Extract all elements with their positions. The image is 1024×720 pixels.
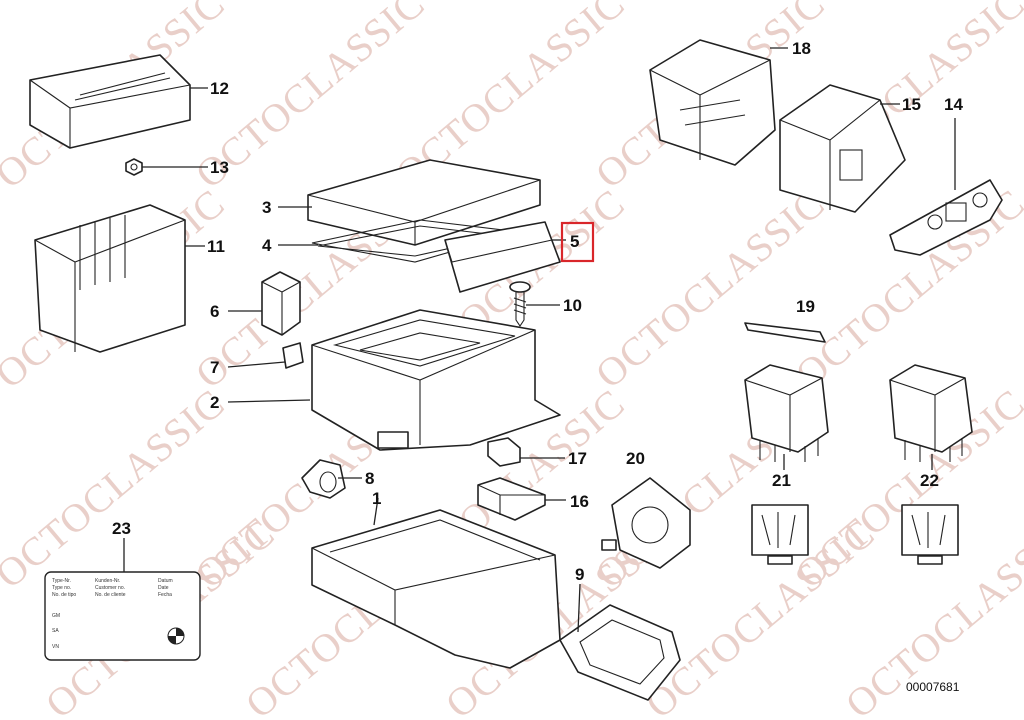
callout-14: 14 (944, 95, 963, 114)
callout-5: 5 (570, 232, 579, 251)
callout-20: 20 (626, 449, 645, 468)
drawing-number: 00007681 (906, 680, 960, 694)
part-18-socket (649, 39, 776, 166)
plate-row1-a: Type-Nr. (52, 578, 71, 584)
highlight-box-callout-5 (560, 221, 595, 263)
plate-field-vn: VN (52, 644, 59, 650)
plate-row2-c: Date (158, 585, 169, 591)
callout-17: 17 (568, 449, 587, 468)
callout-13: 13 (210, 158, 229, 177)
part-12-cover (29, 54, 191, 149)
part-23-label-plate: Type-Nr. Kunden-Nr. Datum Type no. Custo… (44, 571, 201, 661)
callout-labels: 12 13 11 3 4 6 7 2 5 10 8 1 17 16 9 20 1… (112, 39, 963, 584)
part-6-relay (261, 271, 301, 336)
callout-9: 9 (575, 565, 584, 584)
leader-lines (123, 47, 956, 633)
part-13-nut (125, 158, 143, 176)
callout-4: 4 (262, 236, 272, 255)
part-9-flange (559, 604, 681, 701)
callout-21: 21 (772, 471, 791, 490)
part-8-grommet (301, 459, 346, 499)
part-1-tray (311, 509, 561, 669)
part-22-relay (889, 364, 973, 462)
callout-23: 23 (112, 519, 131, 538)
plate-row3-c: Fecha (158, 592, 172, 598)
plate-row2-b: Customer no. (95, 585, 125, 591)
plate-row3-b: No. de cliente (95, 592, 126, 598)
callout-15: 15 (902, 95, 921, 114)
callout-22: 22 (920, 471, 939, 490)
part-2-housing (311, 309, 561, 451)
callout-7: 7 (210, 358, 219, 377)
callout-3: 3 (262, 198, 271, 217)
part-15-base (779, 84, 906, 213)
plate-row1-c: Datum (158, 578, 173, 584)
part-22-pins (901, 504, 959, 565)
part-17-clip (487, 437, 521, 467)
part-20-cap (601, 477, 691, 569)
part-11-holder (34, 204, 186, 353)
part-3-lid (307, 159, 541, 246)
part-7-fuse (282, 342, 304, 369)
callout-18: 18 (792, 39, 811, 58)
part-21-pins (751, 504, 809, 565)
part-14-bracket (889, 179, 1003, 256)
part-19-strip (744, 322, 826, 343)
callout-16: 16 (570, 492, 589, 511)
plate-row2-a: Type no. (52, 585, 71, 591)
bmw-roundel-quarters (168, 628, 184, 644)
part-5-strip (444, 221, 561, 293)
callout-12: 12 (210, 79, 229, 98)
callout-1: 1 (372, 489, 381, 508)
part-10-screw (509, 281, 531, 327)
callout-10: 10 (563, 296, 582, 315)
part-21-relay (744, 364, 829, 462)
callout-6: 6 (210, 302, 219, 321)
callout-19: 19 (796, 297, 815, 316)
part-16-clamp (477, 477, 546, 521)
plate-field-gm: GM (52, 613, 60, 619)
callout-8: 8 (365, 469, 374, 488)
plate-field-sa: SA (52, 628, 59, 634)
plate-row1-b: Kunden-Nr. (95, 578, 120, 584)
callout-2: 2 (210, 393, 219, 412)
plate-row3-a: No. de tipo (52, 592, 76, 598)
callout-11: 11 (207, 237, 225, 256)
